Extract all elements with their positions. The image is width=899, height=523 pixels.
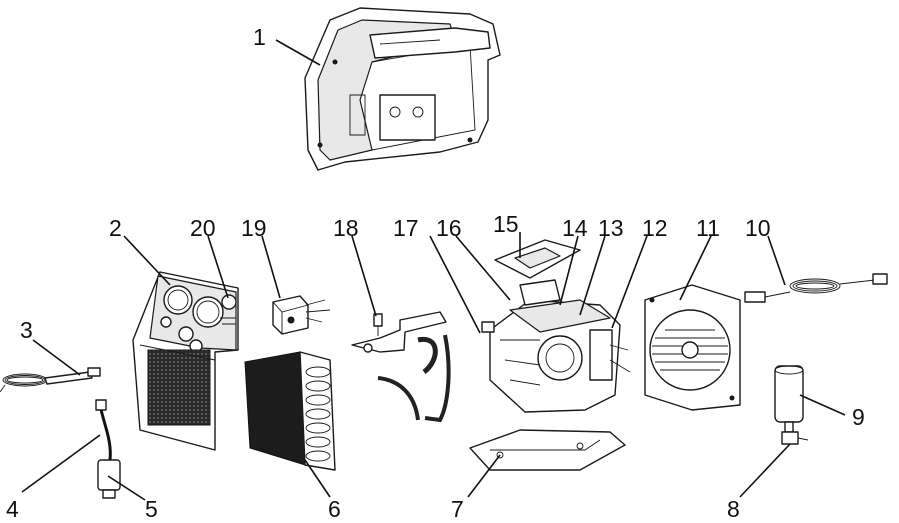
- part-label-19: 19: [241, 215, 267, 241]
- part-label-3: 3: [20, 317, 33, 343]
- housing-shell: [304, 7, 501, 171]
- pressure-gauge: [220, 294, 237, 325]
- part-labels: 1 2 20 19 18 17 16 15 14 13 12 11 10 3 9…: [6, 24, 865, 522]
- part-label-18: 18: [333, 215, 359, 241]
- part-label-20: 20: [190, 215, 216, 241]
- cover-plate: [494, 239, 581, 279]
- part-label-15: 15: [493, 211, 519, 237]
- part-label-17: 17: [393, 215, 419, 241]
- part-label-14: 14: [562, 215, 588, 241]
- switch-block: [272, 295, 331, 335]
- part-label-7: 7: [451, 496, 464, 522]
- part-label-12: 12: [642, 215, 668, 241]
- power-cord: [744, 273, 888, 303]
- front-panel: [132, 271, 239, 451]
- part-label-16: 16: [436, 215, 462, 241]
- part-label-10: 10: [745, 215, 771, 241]
- part-label-11: 11: [696, 215, 720, 241]
- hose-assembly: [0, 367, 101, 393]
- fitting: [373, 313, 383, 336]
- condenser-coil: [244, 351, 336, 471]
- part-label-9: 9: [852, 404, 865, 430]
- part-label-1: 1: [253, 24, 266, 50]
- leader-lines: [21, 39, 846, 501]
- part-label-13: 13: [598, 215, 624, 241]
- filter-with-hose: [95, 399, 121, 499]
- part-label-5: 5: [145, 496, 158, 522]
- part-label-2: 2: [109, 215, 122, 241]
- motor-compressor: [481, 279, 631, 413]
- base-plate: [469, 429, 626, 471]
- tubing-assembly: [351, 311, 451, 423]
- receiver-dryer: [774, 365, 809, 445]
- fan-assembly: [644, 284, 741, 411]
- part-label-6: 6: [328, 496, 341, 522]
- part-label-8: 8: [727, 496, 740, 522]
- part-label-4: 4: [6, 496, 19, 522]
